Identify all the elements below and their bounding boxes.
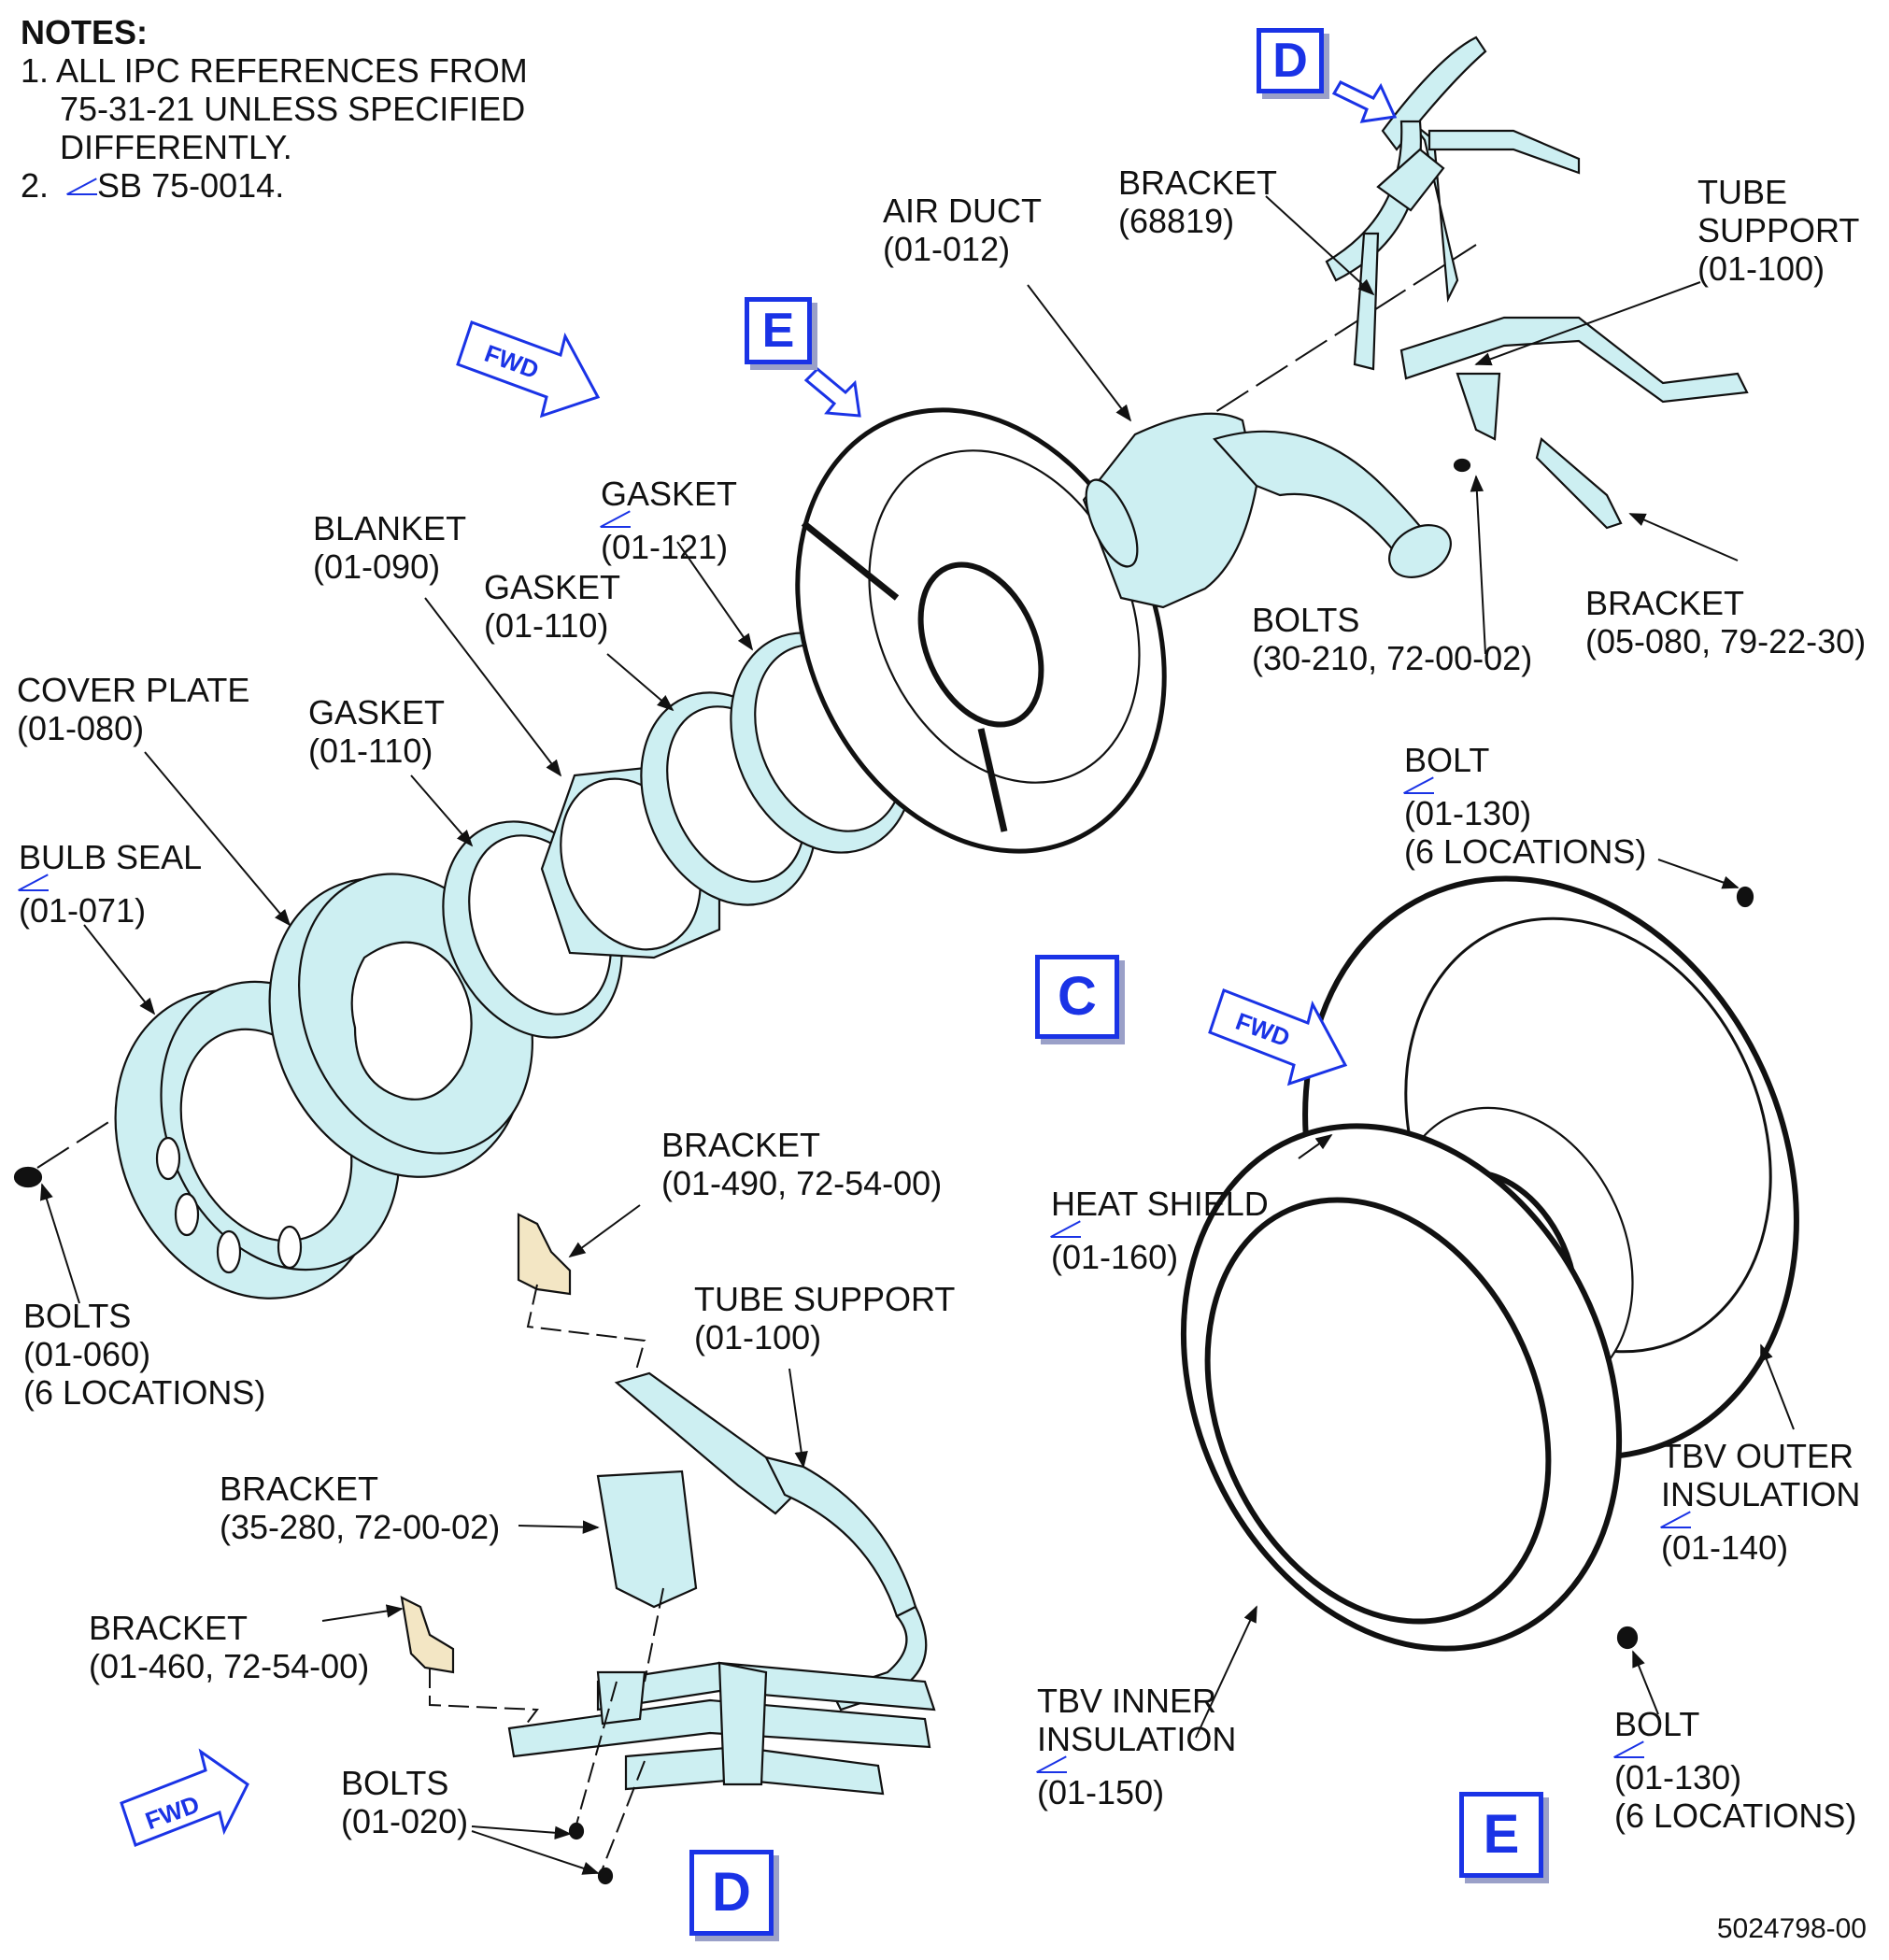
label-tube-support-bottom: TUBE SUPPORT(01-100): [694, 1280, 956, 1356]
label-heat-shield: HEAT SHIELD (01-160): [1051, 1185, 1269, 1276]
label-gasket-01-110-a: GASKET(01-110): [484, 568, 621, 645]
note-2-text: SB 75-0014.: [97, 166, 285, 205]
note-1-line-2: 75-31-21 UNLESS SPECIFIED: [60, 90, 526, 128]
notes-title: NOTES:: [21, 13, 149, 51]
label-bolts-30-210: BOLTS(30-210, 72-00-02): [1252, 601, 1533, 677]
label-bracket-01-460: BRACKET(01-460, 72-54-00): [89, 1609, 370, 1685]
label-bracket-68819: BRACKET(68819): [1118, 163, 1278, 240]
air-duct-part: [1082, 412, 1452, 609]
label-bolts-01-020: BOLTS(01-020): [341, 1764, 469, 1840]
label-cover-plate: COVER PLATE(01-080): [17, 671, 250, 747]
tube-support-lower-part: [507, 1371, 936, 1796]
revision-flag-icon: [67, 180, 98, 196]
label-gasket-01-110-b: GASKET(01-110): [308, 693, 446, 770]
note-2: 2. SB 75-0014.: [21, 166, 528, 205]
label-bracket-05-080: BRACKET(05-080, 79-22-30): [1585, 584, 1867, 660]
view-e-top-box: E: [745, 297, 812, 364]
label-blanket: BLANKET(01-090): [313, 509, 467, 586]
fwd-arrow-shapes: [120, 320, 1348, 1847]
label-bolts-01-060: BOLTS(01-060)(6 LOCATIONS): [23, 1297, 266, 1412]
view-e-arrow: [803, 366, 861, 418]
tube-support-upper-part: [1325, 36, 1749, 530]
label-bolt-01-130-top: BOLT (01-130) (6 LOCATIONS): [1404, 741, 1647, 871]
view-e-bottom-box: E: [1459, 1792, 1543, 1878]
fwd-arrow-top: [456, 320, 601, 419]
fwd-arrow-right: [1208, 988, 1348, 1087]
fwd-arrow-bottom: [120, 1748, 249, 1847]
label-gasket-01-121: GASKET (01-121): [601, 475, 738, 566]
note-2-number: 2.: [21, 166, 50, 205]
label-bulb-seal: BULB SEAL (01-071): [19, 838, 203, 930]
note-1-line-3: DIFFERENTLY.: [60, 128, 292, 166]
revision-flag-icon: [601, 513, 631, 528]
view-d-top-box: D: [1257, 28, 1324, 93]
revision-flag-icon: [1404, 779, 1434, 794]
revision-flag-icon: [19, 876, 49, 891]
revision-flag-icon: [1661, 1513, 1691, 1528]
label-bracket-01-490: BRACKET(01-490, 72-54-00): [661, 1126, 943, 1202]
view-d-arrow: [1331, 80, 1398, 123]
note-1-line-1: 1. ALL IPC REFERENCES FROM: [21, 51, 528, 90]
figure-number: 5024798-00: [1716, 1913, 1867, 1944]
label-bracket-35-280: BRACKET(35-280, 72-00-02): [220, 1470, 501, 1546]
label-air-duct: AIR DUCT(01-012): [883, 192, 1042, 268]
view-c-box: C: [1035, 955, 1119, 1039]
view-arrows: [803, 80, 1398, 418]
label-bolt-01-130-bottom: BOLT (01-130) (6 LOCATIONS): [1614, 1705, 1857, 1835]
lower-dashed-paths: [429, 1284, 664, 1869]
bracket-lower-parts: [400, 1213, 572, 1674]
bolt-parts: [13, 458, 1754, 1885]
revision-flag-icon: [1614, 1743, 1644, 1758]
view-d-bottom-box: D: [689, 1850, 774, 1936]
revision-flag-icon: [1051, 1223, 1081, 1238]
leader-lines: [39, 195, 1795, 1875]
tbv-disc-upper-part: [795, 407, 1167, 854]
notes-block: NOTES: 1. ALL IPC REFERENCES FROM 75-31-…: [21, 13, 528, 205]
revision-flag-icon: [1037, 1758, 1067, 1773]
tbv-assembly-lower-part: [1180, 875, 1799, 1652]
